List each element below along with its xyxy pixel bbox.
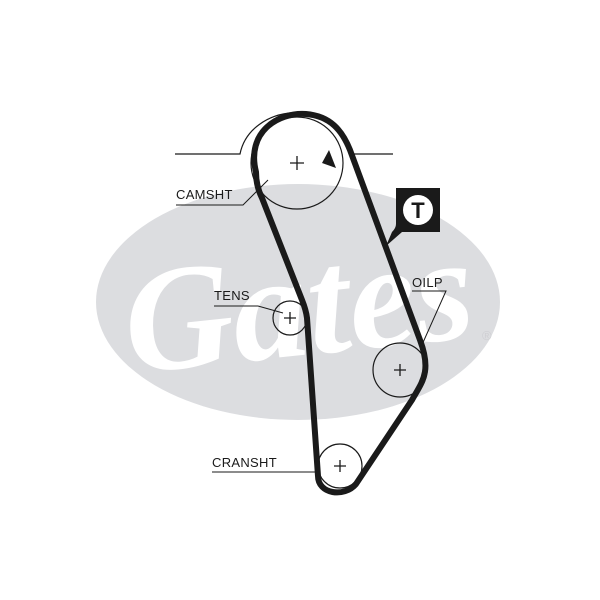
timing-belt (251, 110, 429, 496)
pulley-centers (284, 156, 406, 472)
watermark-logo-text: Gates (116, 204, 481, 406)
registered-mark: ® (482, 328, 492, 343)
tensioner-leader (214, 305, 284, 314)
timing-mark-badge: T (386, 188, 440, 246)
camshaft-label: CAMSHT (176, 187, 233, 202)
oil-pump-leader (412, 290, 447, 348)
oil-pump-label: OILP (412, 275, 443, 290)
leader-lines (176, 179, 447, 473)
camshaft-center-cross (290, 156, 304, 170)
badge-circle (403, 195, 433, 225)
badge-letter: T (411, 198, 425, 223)
watermark-ellipse (96, 184, 500, 420)
camshaft-leader (176, 179, 269, 206)
oil-pump-center-cross (394, 364, 406, 376)
belt-direction-arrow (322, 150, 336, 168)
tensioner-center-cross (284, 312, 296, 324)
tensioner-label: TENS (214, 288, 250, 303)
crankshaft-center-cross (334, 460, 346, 472)
crankshaft-label: CRANSHT (212, 455, 277, 470)
gates-watermark: Gates ® (96, 184, 500, 420)
